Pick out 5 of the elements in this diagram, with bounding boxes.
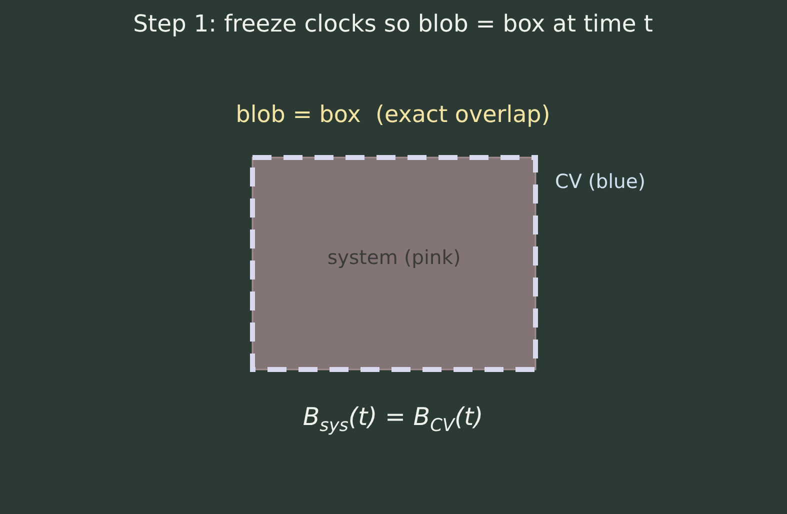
dashed-system-box <box>250 155 538 372</box>
control-volume-label: CV (blue) <box>555 170 646 194</box>
system-label: system (pink) <box>327 246 461 269</box>
overlap-note: blob = box (exact overlap) <box>236 102 550 128</box>
title: Step 1: freeze clocks so blob = box at time t <box>133 10 653 38</box>
